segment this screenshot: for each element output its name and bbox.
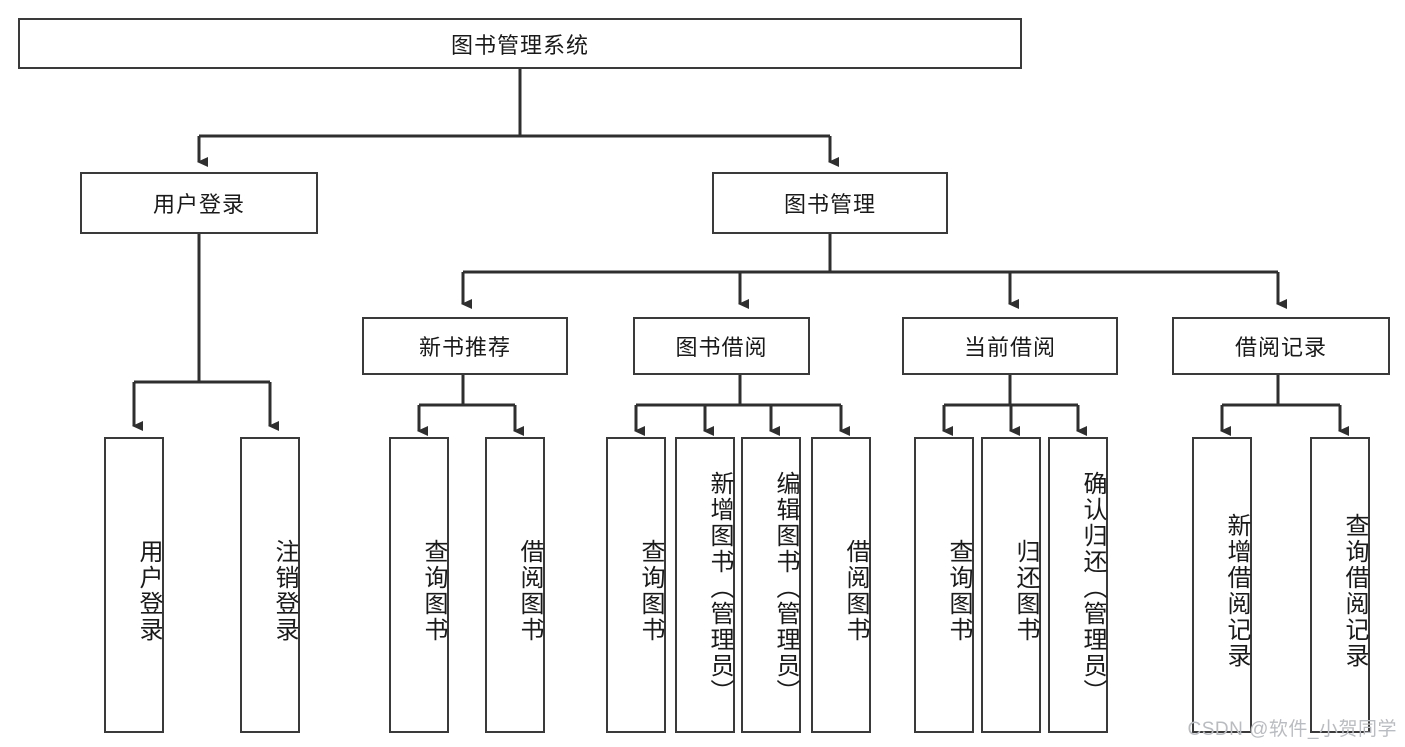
node-label: 查询图书	[420, 539, 447, 643]
node-book-borrow[interactable]: 图书借阅	[633, 317, 810, 375]
leaf-current-borrow-confirm-return[interactable]: 确认归还（管理员）	[1048, 437, 1108, 733]
leaf-book-borrow-borrow[interactable]: 借阅图书	[811, 437, 871, 733]
node-new-book-recommend[interactable]: 新书推荐	[362, 317, 568, 375]
node-label: 借阅图书	[842, 539, 869, 643]
node-root-system[interactable]: 图书管理系统	[18, 18, 1022, 69]
node-label: 注销登录	[271, 539, 298, 643]
leaf-borrow-record-add[interactable]: 新增借阅记录	[1192, 437, 1252, 733]
node-user-login[interactable]: 用户登录	[80, 172, 318, 234]
node-label: 查询借阅记录	[1341, 513, 1368, 669]
watermark-text: CSDN @软件_小贺同学	[1187, 719, 1397, 740]
node-label: 确认归还（管理员）	[1079, 471, 1106, 705]
node-label: 借阅图书	[516, 539, 543, 643]
leaf-new-book-borrow[interactable]: 借阅图书	[485, 437, 545, 733]
leaf-user-login-login[interactable]: 用户登录	[104, 437, 164, 733]
node-label: 当前借阅	[963, 335, 1056, 360]
leaf-current-borrow-return[interactable]: 归还图书	[981, 437, 1041, 733]
node-label: 借阅记录	[1234, 335, 1327, 360]
leaf-book-borrow-query[interactable]: 查询图书	[606, 437, 666, 733]
node-label: 归还图书	[1012, 539, 1039, 643]
node-label: 用户登录	[152, 192, 245, 217]
leaf-current-borrow-query[interactable]: 查询图书	[914, 437, 974, 733]
node-label: 查询图书	[945, 539, 972, 643]
node-label: 图书管理系统	[450, 32, 589, 58]
leaf-book-borrow-add[interactable]: 新增图书（管理员）	[675, 437, 735, 733]
leaf-new-book-query[interactable]: 查询图书	[389, 437, 449, 733]
leaf-book-borrow-edit[interactable]: 编辑图书（管理员）	[741, 437, 801, 733]
leaf-borrow-record-query[interactable]: 查询借阅记录	[1310, 437, 1370, 733]
node-label: 新增图书（管理员）	[706, 471, 733, 705]
node-label: 新增借阅记录	[1223, 513, 1250, 669]
node-label: 查询图书	[637, 539, 664, 643]
node-label: 图书管理	[783, 192, 876, 217]
node-book-management[interactable]: 图书管理	[712, 172, 948, 234]
node-label: 图书借阅	[675, 335, 768, 360]
leaf-user-login-logout[interactable]: 注销登录	[240, 437, 300, 733]
node-borrow-record[interactable]: 借阅记录	[1172, 317, 1390, 375]
node-label: 编辑图书（管理员）	[772, 471, 799, 705]
node-current-borrow[interactable]: 当前借阅	[902, 317, 1118, 375]
node-label: 用户登录	[135, 539, 162, 643]
node-label: 新书推荐	[418, 335, 511, 360]
